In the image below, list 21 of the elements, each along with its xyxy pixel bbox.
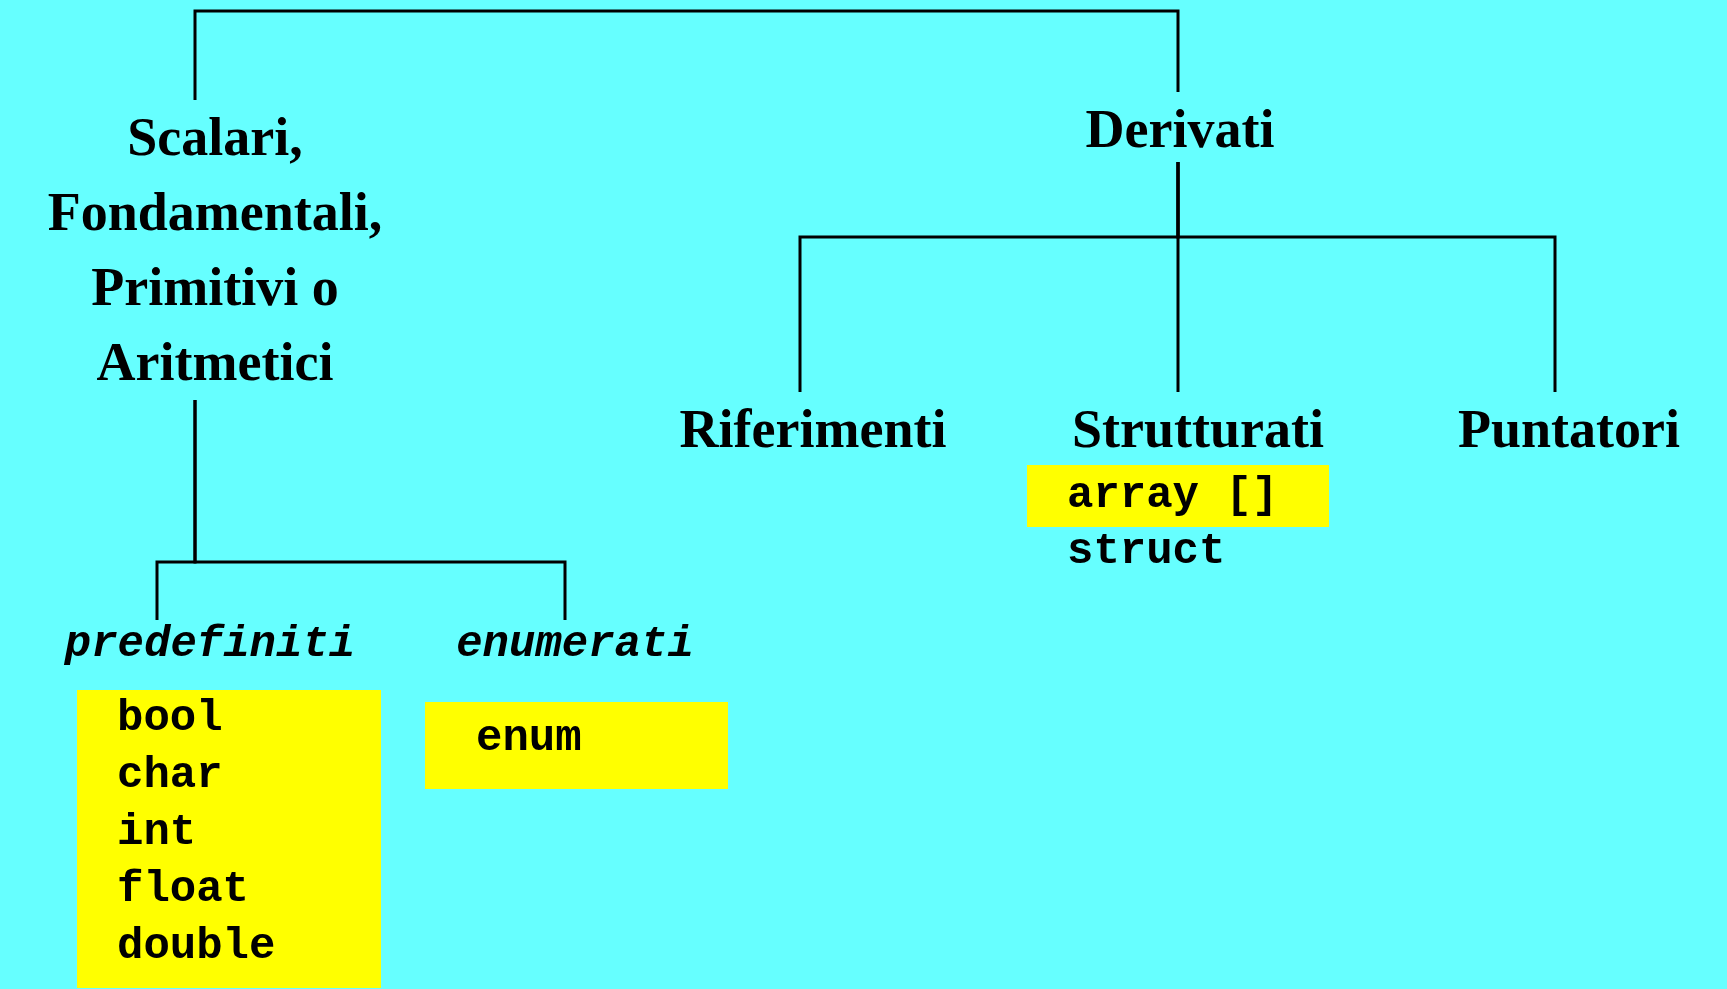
category-heading: Riferimenti	[679, 398, 947, 461]
category-heading: Strutturati	[1072, 398, 1324, 461]
type-keyword: struct	[1067, 525, 1226, 578]
category-heading: Derivati	[1085, 98, 1275, 161]
type-keyword: enum	[476, 712, 582, 765]
category-heading: Puntatori	[1458, 398, 1680, 461]
connector-line	[193, 9, 1180, 100]
type-keyword: double	[117, 920, 276, 973]
type-keyword: array []	[1067, 469, 1279, 522]
type-keyword: float	[117, 863, 250, 916]
subcategory-label: enumerati	[456, 620, 694, 668]
type-list-box	[77, 690, 381, 988]
type-keyword: bool	[117, 692, 223, 745]
type-keyword: char	[117, 749, 223, 802]
subcategory-label: predefiniti	[64, 620, 356, 668]
type-list-box	[425, 702, 728, 789]
category-heading: Scalari, Fondamentali, Primitivi o Aritmetici	[46, 106, 384, 394]
connector-line	[193, 400, 567, 620]
type-keyword: int	[117, 806, 197, 859]
type-list-box	[1027, 465, 1329, 527]
connector-line	[1176, 162, 1557, 392]
